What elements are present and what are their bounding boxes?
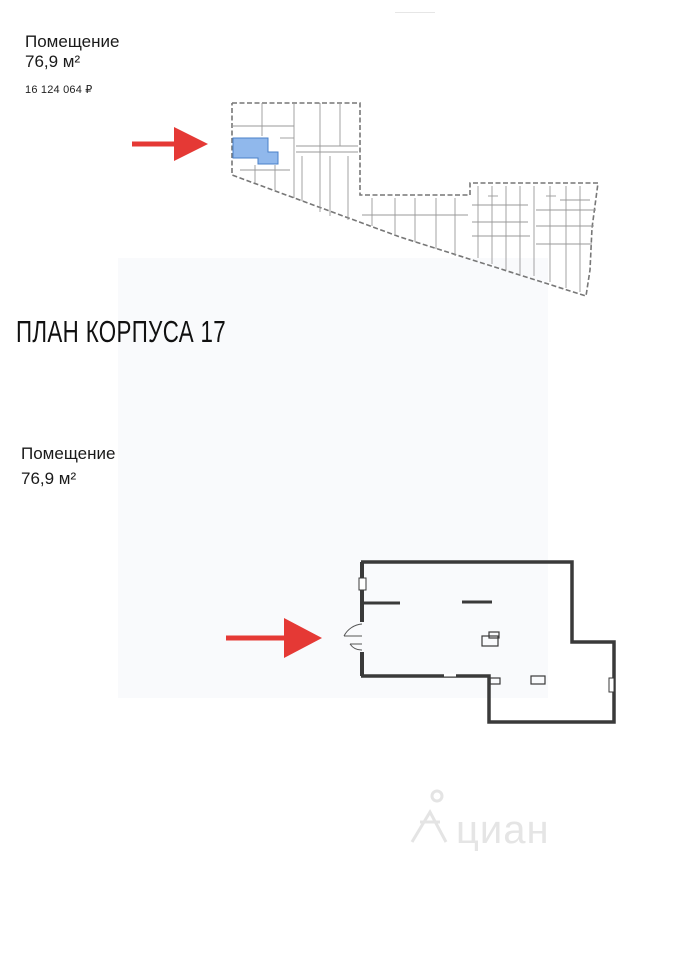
unit-plan-background — [118, 258, 548, 698]
building-interior — [232, 103, 596, 292]
building-outline — [231, 102, 599, 298]
door-icon — [343, 623, 363, 651]
unit-title: Помещение — [21, 444, 116, 463]
arrow-right-icon — [132, 127, 208, 161]
top-divider — [395, 12, 435, 13]
plan-title: ПЛАН КОРПУСА 17 — [16, 314, 227, 349]
watermark-text: циан — [456, 808, 550, 852]
highlighted-unit — [232, 137, 279, 165]
arrow-right-icon — [226, 618, 322, 658]
unit-area: 76,9 м² — [21, 469, 77, 488]
unit-floor-plan — [358, 560, 616, 724]
header-title: Помещение — [25, 32, 120, 51]
header-area: 76,9 м² — [25, 52, 81, 71]
header-price: 16 124 064 ₽ — [25, 84, 93, 96]
cian-logo-icon — [410, 789, 448, 843]
